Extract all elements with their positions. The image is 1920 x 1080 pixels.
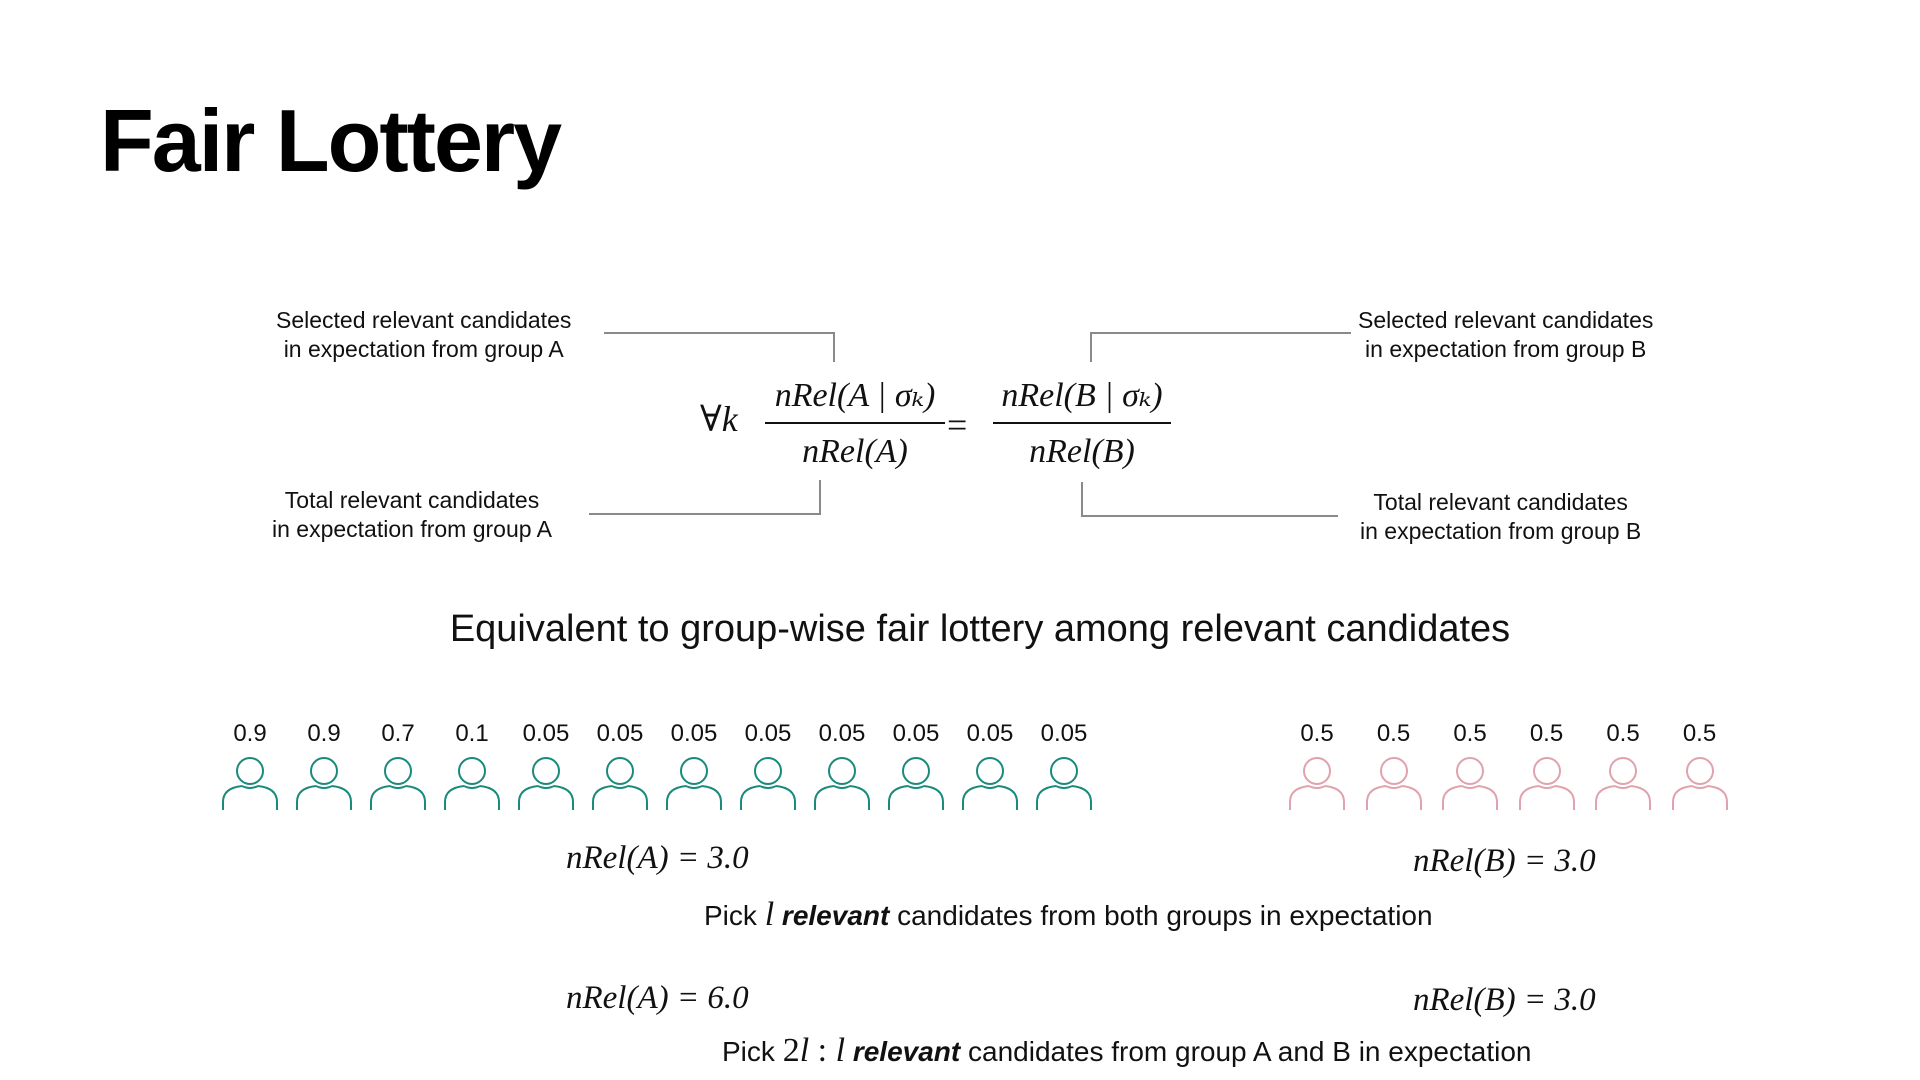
- fraction-bar-b: [993, 422, 1171, 424]
- fraction-bar-a: [765, 422, 945, 424]
- pick-statement-2: Pick 2l : l relevant candidates from gro…: [722, 1032, 1532, 1070]
- annotation-total-a: Total relevant candidates in expectation…: [272, 486, 552, 544]
- person-icon: [1517, 752, 1577, 812]
- annotation-line: in expectation from group A: [283, 336, 564, 362]
- connector-total-a: [589, 480, 821, 515]
- numerator-a: nRel(A | σₖ): [774, 377, 936, 414]
- slide-subtitle: Equivalent to group-wise fair lottery am…: [449, 608, 1511, 650]
- candidate-probability: 0.5: [1529, 720, 1564, 747]
- person-icon: [738, 752, 798, 812]
- person-icon: [1670, 752, 1730, 812]
- person-icon: [1287, 752, 1347, 812]
- person-icon: [1440, 752, 1500, 812]
- annotation-line: in expectation from group A: [272, 516, 552, 542]
- person-icon: [1034, 752, 1094, 812]
- pick-suffix: candidates from both groups in expectati…: [889, 900, 1433, 931]
- annotation-line: in expectation from group B: [1365, 336, 1647, 362]
- annotation-line: Total relevant candidates: [1373, 489, 1628, 515]
- slide-title: Fair Lottery: [100, 91, 562, 190]
- candidate-probability: 0.5: [1682, 720, 1717, 747]
- person-icon: [664, 752, 724, 812]
- nrel-a-expression: nRel(A) = 3.0: [566, 840, 749, 876]
- nrel-a-scenario-1: nRel(A) = 3.0: [566, 840, 749, 877]
- person-icon: [960, 752, 1020, 812]
- nrel-b-scenario-1: nRel(B) = 3.0: [1413, 843, 1596, 880]
- candidate-probability: 0.9: [307, 720, 341, 747]
- equals-sign: =: [947, 405, 968, 445]
- person-icon: [590, 752, 650, 812]
- candidate-probability: 0.05: [818, 720, 866, 747]
- pick-prefix: Pick: [704, 900, 765, 931]
- pick-ratio-var-1: l: [799, 1032, 810, 1069]
- candidate-probability: 0.5: [1376, 720, 1411, 747]
- denominator-a: nRel(A): [802, 433, 908, 470]
- person-icon: [1593, 752, 1653, 812]
- candidate-probability: 0.7: [381, 720, 415, 747]
- nrel-b-scenario-2: nRel(B) = 3.0: [1413, 982, 1596, 1019]
- candidate-probability: 0.05: [892, 720, 940, 747]
- pick-ratio-var-2: l: [835, 1032, 846, 1069]
- candidate-probability: 0.5: [1606, 720, 1640, 747]
- numerator-b: nRel(B | σₖ): [1001, 377, 1163, 414]
- pick-emphasis: relevant: [781, 900, 890, 931]
- annotation-line: in expectation from group B: [1360, 518, 1642, 544]
- annotation-line: Selected relevant candidates: [276, 307, 572, 333]
- nrel-a-scenario-2: nRel(A) = 6.0: [566, 980, 749, 1017]
- pick-prefix: Pick: [722, 1036, 783, 1067]
- person-icon: [220, 752, 280, 812]
- annotation-line: Total relevant candidates: [284, 487, 540, 513]
- person-icon: [886, 752, 946, 812]
- nrel-b-expression: nRel(B) = 3.0: [1413, 982, 1596, 1018]
- person-icon: [442, 752, 502, 812]
- candidate-probability: 0.05: [744, 720, 792, 747]
- candidate-probability: 0.05: [522, 720, 570, 747]
- candidate-probability: 0.05: [966, 720, 1014, 747]
- pick-variable: l: [764, 896, 775, 933]
- fraction-group-a: nRel(A | σₖ) nRel(A): [765, 372, 945, 478]
- pick-emphasis: relevant: [852, 1036, 961, 1067]
- annotation-selected-b: Selected relevant candidates in expectat…: [1358, 306, 1653, 364]
- fairness-formula: ∀k nRel(A | σₖ) nRel(A) = nRel(B | σₖ) n…: [700, 368, 1171, 478]
- pick-statement-1: Pick l relevant candidates from both gro…: [704, 896, 1433, 934]
- person-icon: [294, 752, 354, 812]
- person-icon: [368, 752, 428, 812]
- annotation-line: Selected relevant candidates: [1358, 307, 1654, 333]
- connector-total-b: [1081, 482, 1338, 517]
- pick-suffix: candidates from group A and B in expecta…: [960, 1036, 1532, 1067]
- candidate-probability: 0.05: [596, 720, 644, 747]
- candidate-probability: 0.1: [455, 720, 489, 747]
- annotation-total-b: Total relevant candidates in expectation…: [1360, 488, 1641, 546]
- person-icon: [516, 752, 576, 812]
- candidate-probability: 0.9: [233, 720, 267, 747]
- candidate-probability: 0.5: [1300, 720, 1334, 747]
- connector-selected-b: [1090, 332, 1351, 362]
- candidate-probability: 0.5: [1453, 720, 1487, 747]
- candidate-probability: 0.05: [670, 720, 718, 747]
- annotation-selected-a: Selected relevant candidates in expectat…: [276, 306, 571, 364]
- nrel-a-expression: nRel(A) = 6.0: [566, 980, 749, 1016]
- nrel-b-expression: nRel(B) = 3.0: [1413, 843, 1596, 879]
- connector-selected-a: [604, 332, 835, 362]
- pick-ratio-number: 2: [782, 1032, 800, 1069]
- candidate-probability: 0.05: [1040, 720, 1088, 747]
- person-icon: [812, 752, 872, 812]
- fraction-group-b: nRel(B | σₖ) nRel(B): [993, 372, 1171, 478]
- forall-k: ∀k: [700, 399, 738, 439]
- pick-ratio-separator: :: [809, 1032, 836, 1069]
- person-icon: [1364, 752, 1424, 812]
- denominator-b: nRel(B): [1029, 433, 1135, 470]
